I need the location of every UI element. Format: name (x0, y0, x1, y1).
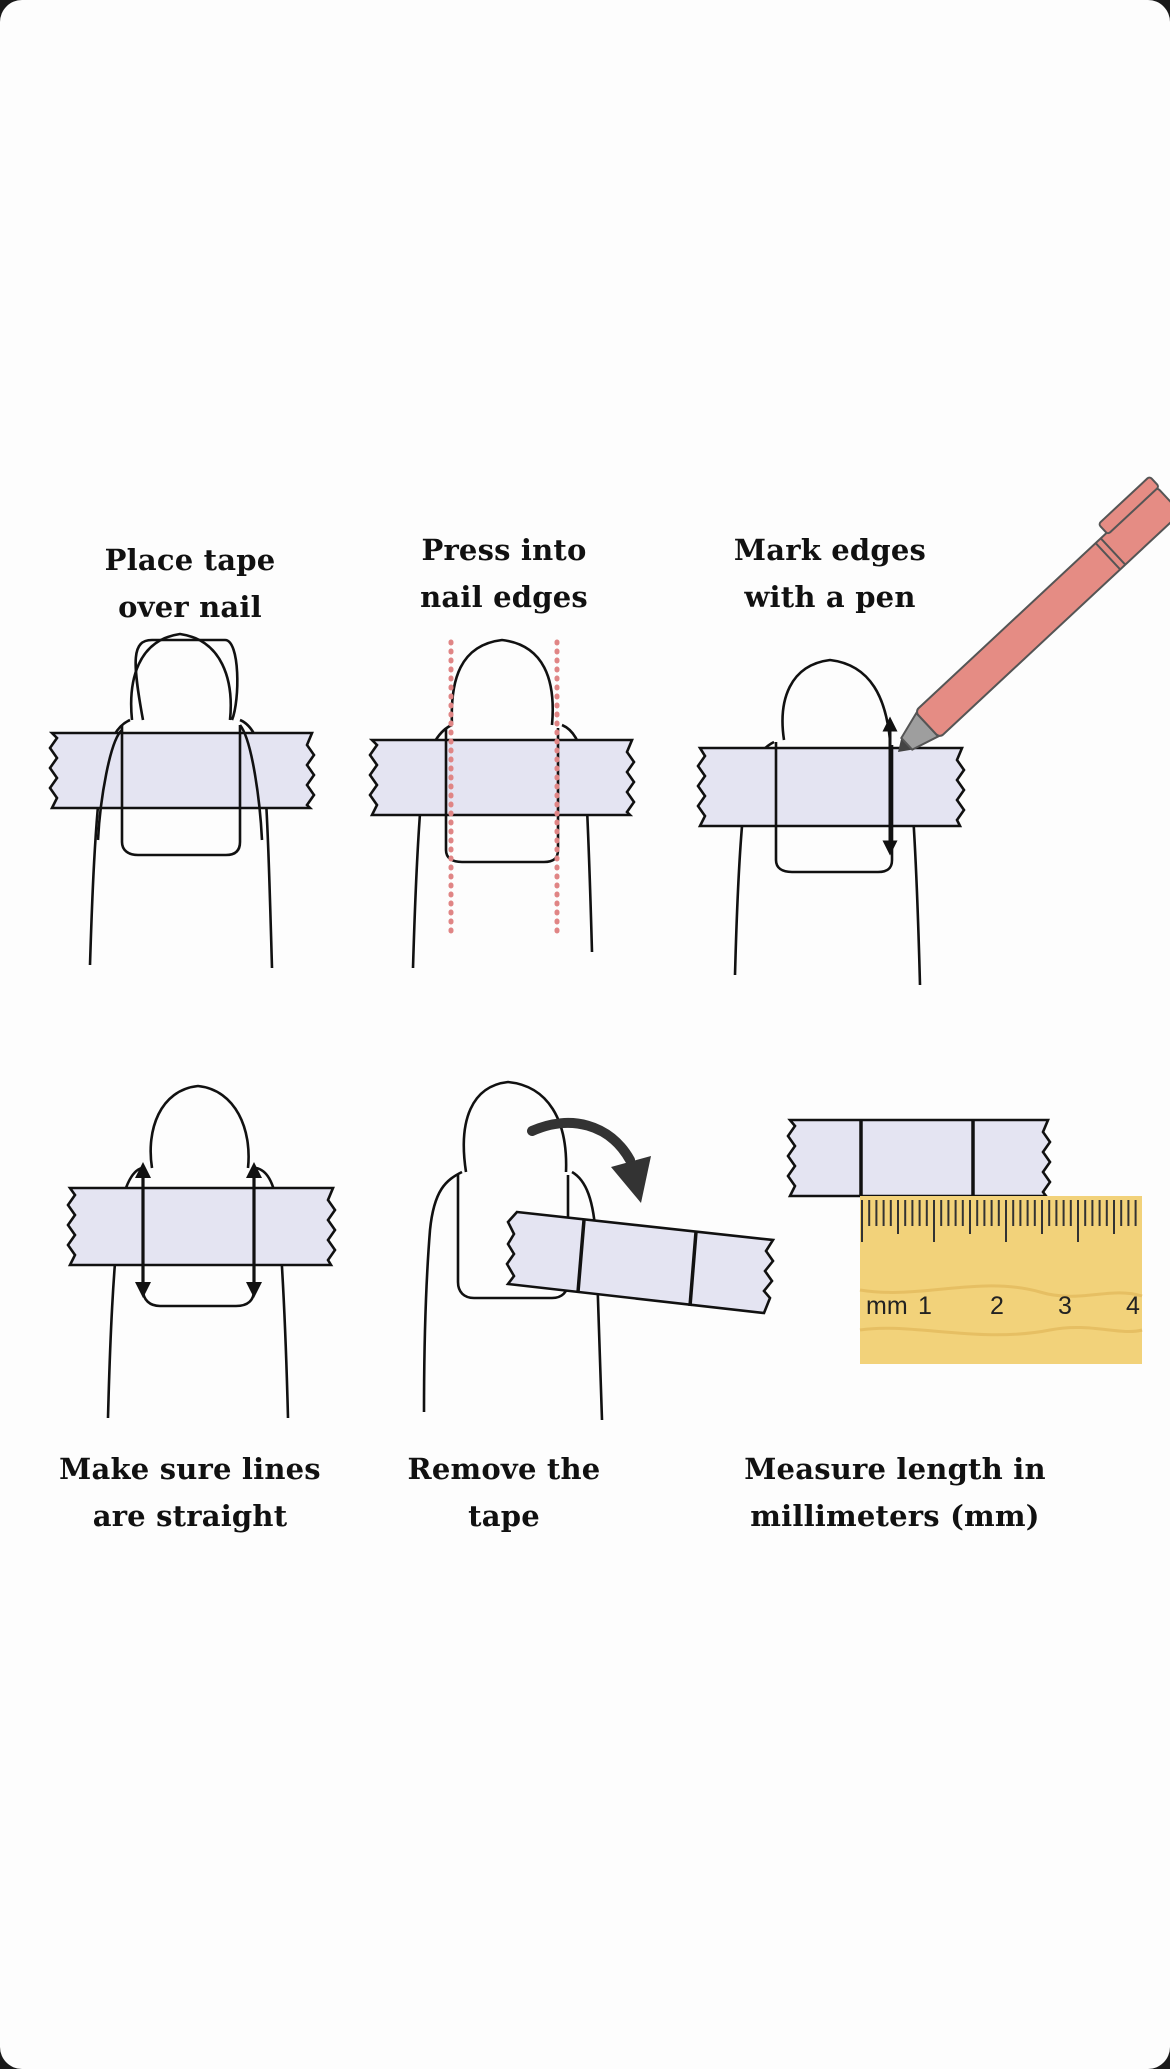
step-4-caption: Make sure lines are straight (59, 1452, 321, 1533)
ruler-icon: mm 1 2 3 4 (859, 1196, 1143, 1364)
step-5-caption: Remove the tape (407, 1452, 601, 1533)
step-6-illustration: mm 1 2 3 4 (786, 1118, 1143, 1364)
step-3-caption: Mark edges with a pen (733, 533, 927, 614)
step-2-illustration (368, 638, 636, 969)
step-2-caption: Press into nail edges (420, 533, 588, 614)
step-4-illustration (66, 1084, 337, 1419)
ruler-number-2: 2 (990, 1292, 1004, 1320)
ruler-number-3: 3 (1058, 1292, 1072, 1320)
tape-icon (66, 1186, 337, 1267)
tape-icon (368, 738, 636, 817)
ruler-number-1: 1 (918, 1292, 932, 1320)
double-arrow-icon (135, 1162, 262, 1298)
ruler-unit-label: mm (866, 1292, 908, 1320)
nail-outline (444, 638, 560, 864)
step-6-caption: Measure length in millimeters (mm) (744, 1452, 1046, 1533)
pen-icon (898, 476, 1170, 752)
nail-outline (96, 632, 264, 857)
tape-icon (696, 746, 966, 828)
step-3-illustration (696, 476, 1170, 986)
nail-outline (774, 658, 894, 874)
tape-icon (48, 731, 316, 810)
tape-icon (505, 1210, 776, 1315)
ruler-number-4: 4 (1126, 1292, 1140, 1320)
dotted-guide-lines (448, 639, 560, 938)
step-5-illustration (422, 1080, 776, 1421)
tape-icon (786, 1118, 1052, 1198)
step-1-illustration (48, 632, 316, 969)
step-1-caption: Place tape over nail (104, 543, 276, 624)
curved-arrow-icon (527, 1117, 651, 1203)
